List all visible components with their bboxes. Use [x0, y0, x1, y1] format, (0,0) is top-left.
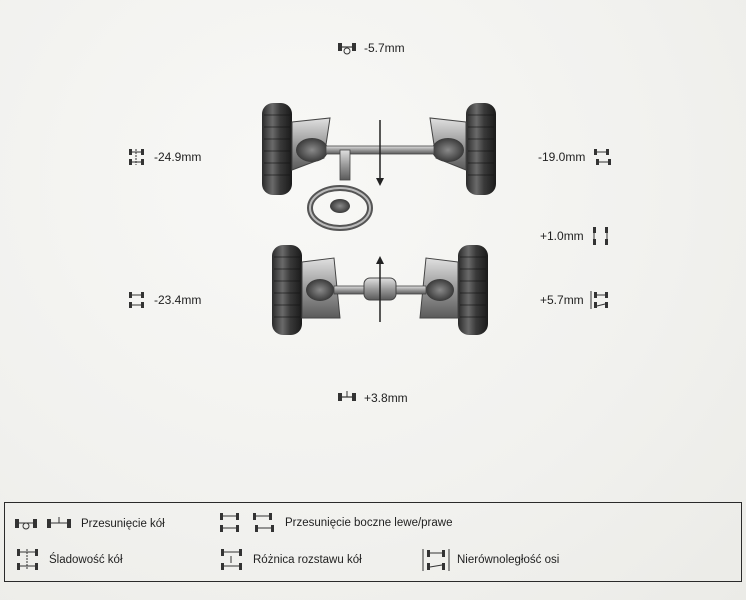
setback-icon [15, 517, 71, 530]
axle-parallelism-icon [590, 290, 612, 310]
track-width-icon [17, 549, 38, 570]
rear-left-measurement: -23.4mm [126, 290, 201, 310]
wheelbase-difference-icon [221, 549, 242, 570]
legend-axle-parallelism-label: Nierównoległość osi [457, 554, 560, 566]
rear-left-value: -23.4mm [154, 293, 202, 307]
rear-right-value: +5.7mm [540, 293, 584, 307]
axle-parallelism-icon [422, 549, 450, 571]
lateral-offset-icon [591, 147, 613, 167]
legend-wheelbase-diff-label: Różnica rozstawu kół [253, 554, 362, 566]
right-middle-value: +1.0mm [540, 229, 584, 243]
lateral-offset-icon [220, 513, 274, 532]
legend-lateral-offset-label: Przesunięcie boczne lewe/prawe [285, 517, 453, 529]
front-right-value: -19.0mm [538, 150, 586, 164]
rear-setback-value: +3.8mm [364, 391, 408, 405]
rear-axle [272, 245, 488, 335]
track-width-icon [126, 290, 148, 310]
front-axle [262, 103, 496, 231]
legend-setback: Przesunięcie kół [13, 515, 165, 533]
legend-setback-label: Przesunięcie kół [81, 518, 165, 530]
legend-lateral-offset: Przesunięcie boczne lewe/prawe [217, 511, 452, 535]
legend-box: Przesunięcie kół Przesunięcie boczne lew… [4, 502, 742, 582]
front-right-measurement: -19.0mm [538, 147, 613, 167]
rear-right-measurement: +5.7mm [540, 290, 612, 310]
rear-setback-measurement: +3.8mm [336, 388, 408, 408]
front-setback-value: -5.7mm [364, 41, 405, 55]
legend-axle-parallelism: Nierównoległość osi [421, 547, 559, 573]
front-left-value: -24.9mm [154, 150, 202, 164]
legend-wheelbase-diff: Różnica rozstawu kół [217, 547, 362, 573]
track-width-icon [126, 147, 148, 167]
right-middle-measurement: +1.0mm [540, 226, 612, 246]
legend-track-width: Śladowość kół [13, 547, 123, 573]
vehicle-alignment-diagram [262, 103, 496, 335]
front-setback-measurement: -5.7mm [336, 38, 405, 58]
front-left-measurement: -24.9mm [126, 147, 201, 167]
legend-track-width-label: Śladowość kół [49, 554, 123, 566]
wheelbase-difference-icon [590, 226, 612, 246]
setback-icon [336, 388, 358, 408]
setback-icon [336, 38, 358, 58]
